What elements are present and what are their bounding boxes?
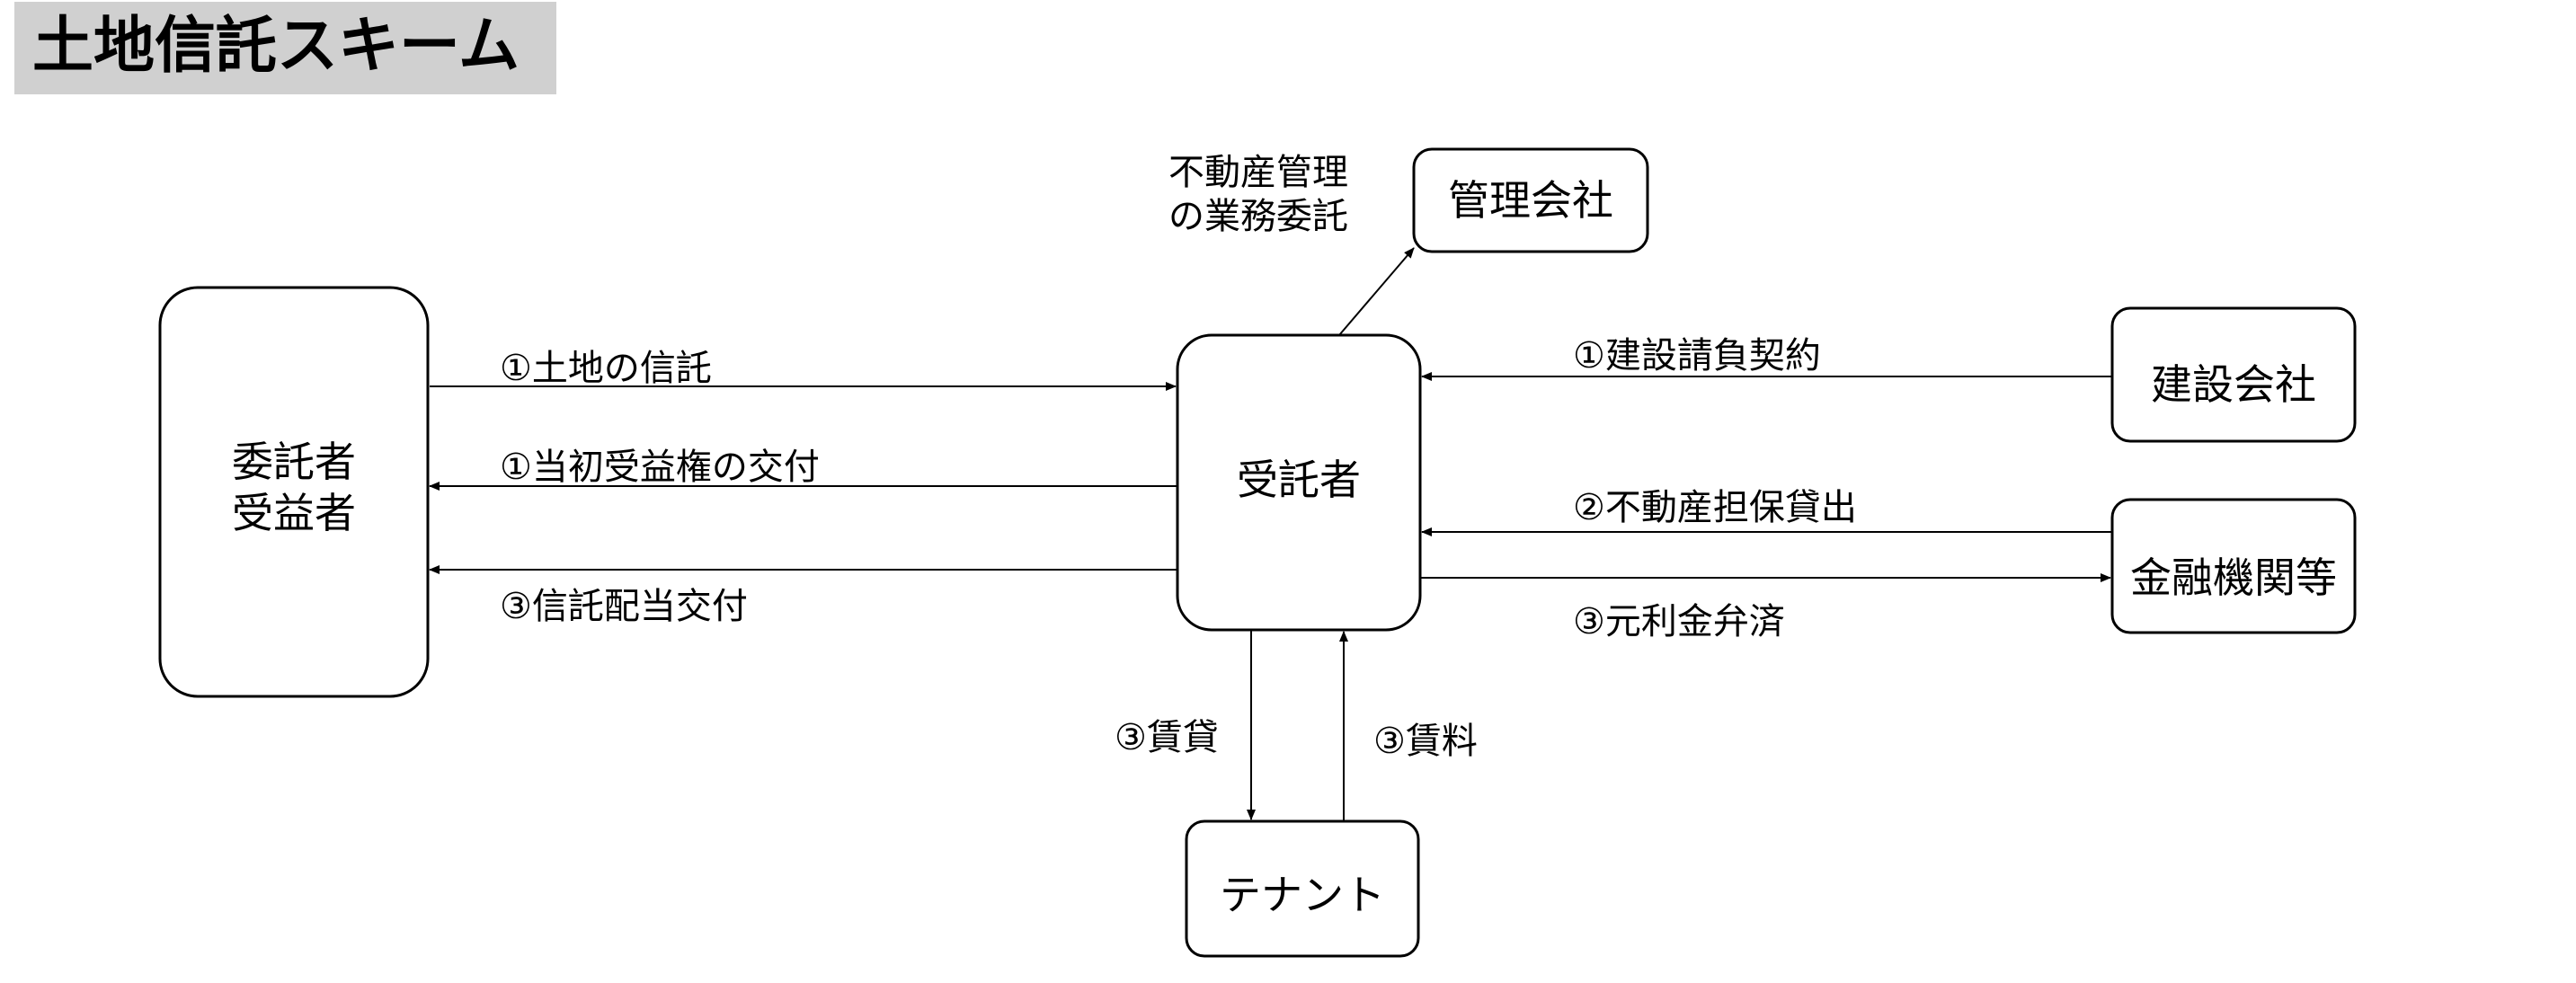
tenant-box	[1185, 819, 1420, 958]
rent-label: ③賃料	[1373, 721, 1478, 762]
initial-beneficiary-right-label: ①当初受益権の交付	[500, 447, 820, 488]
construction-company-box	[2110, 306, 2357, 443]
management-company-label: 管理会社	[1448, 176, 1613, 225]
settlor-label-line1: 委託者	[232, 438, 356, 486]
financial-institution-label: 金融機関等	[2130, 553, 2337, 602]
beneficiary-label-line2: 受益者	[232, 489, 356, 537]
land-trust-label: ①土地の信託	[500, 348, 712, 389]
real-estate-loan-label: ②不動産担保貸出	[1573, 487, 1857, 528]
tenant-label: テナント	[1220, 871, 1385, 919]
management-outsourcing-label-line2: の業務委託	[1168, 196, 1348, 237]
lease-label: ③賃貸	[1115, 717, 1219, 758]
repayment-label: ③元利金弁済	[1573, 601, 1785, 642]
title-bar: 土地信託スキーム	[14, 2, 556, 94]
trustee-label: 受託者	[1237, 456, 1361, 504]
construction-contract-label: ①建設請負契約	[1573, 335, 1821, 376]
page-title: 土地信託スキーム	[32, 11, 520, 82]
management-outsourcing-arrow	[1338, 247, 1415, 336]
financial-institution-box	[2110, 498, 2357, 634]
construction-company-label: 建設会社	[2151, 360, 2316, 409]
trust-dividend-label: ③信託配当交付	[500, 586, 748, 627]
trustee-box	[1176, 333, 1422, 632]
management-company-box	[1412, 147, 1649, 253]
management-outsourcing-label-line1: 不動産管理	[1168, 152, 1348, 193]
settlor-beneficiary-box	[158, 286, 430, 698]
